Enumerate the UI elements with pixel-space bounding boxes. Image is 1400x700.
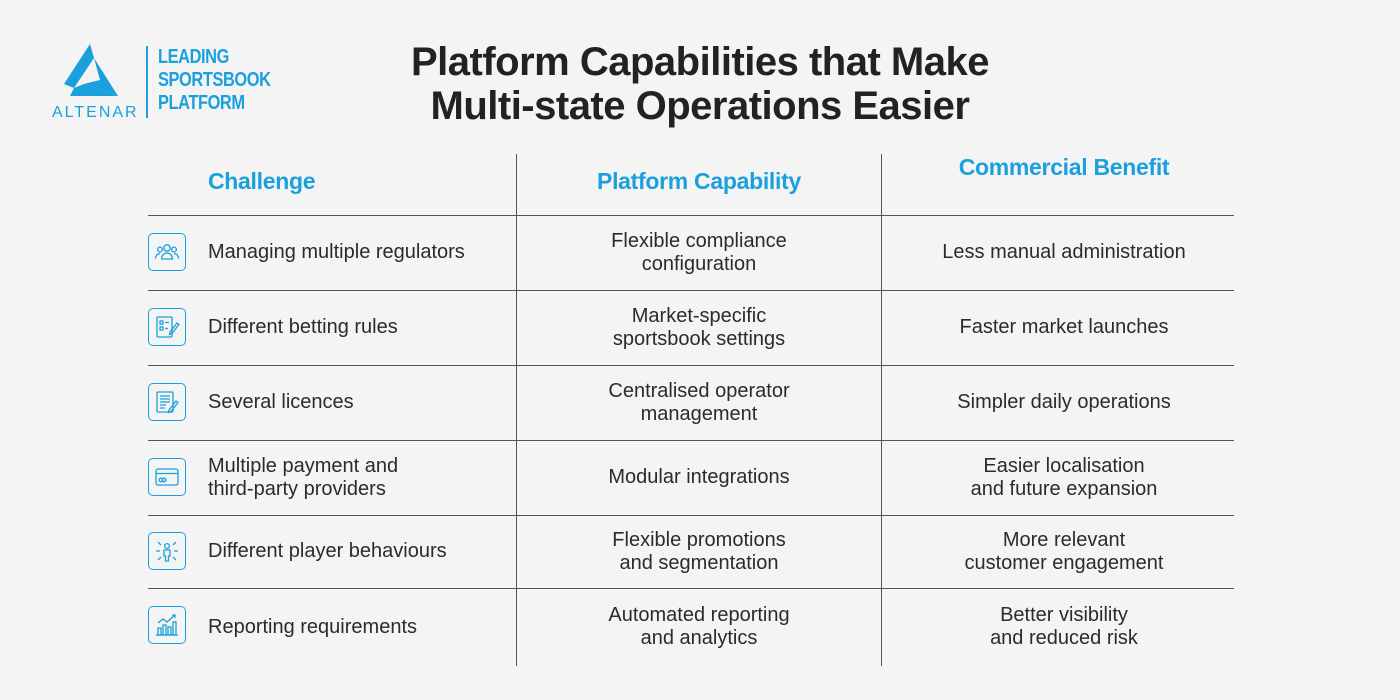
users-group-icon bbox=[148, 233, 186, 271]
capability-text: Market-specific sportsbook settings bbox=[612, 304, 786, 350]
checklist-edit-icon bbox=[148, 308, 186, 346]
title-line-1: Platform Capabilities that Make bbox=[411, 40, 989, 84]
logo-divider bbox=[146, 46, 148, 118]
challenge-text: Managing multiple regulators bbox=[208, 241, 465, 263]
benefit-cell: Less manual administration bbox=[882, 215, 1246, 290]
header-challenge: Challenge bbox=[208, 168, 316, 194]
challenge-text: Multiple payment and third-party provide… bbox=[208, 454, 399, 500]
header-capability: Platform Capability bbox=[597, 168, 801, 194]
challenge-cell: Reporting requirements bbox=[208, 588, 508, 666]
benefit-text: Less manual administration bbox=[942, 241, 1186, 263]
tagline-line-1: LEADING bbox=[158, 46, 229, 68]
capability-cell: Flexible compliance configuration bbox=[517, 215, 881, 290]
benefit-text: More relevant customer engagement bbox=[964, 528, 1164, 574]
capabilities-table: Challenge Platform Capability Commercial… bbox=[148, 154, 1234, 666]
table-row: Multiple payment and third-party provide… bbox=[148, 440, 1234, 515]
row-divider bbox=[148, 440, 1234, 441]
challenge-text: Different betting rules bbox=[208, 316, 398, 338]
challenge-text: Several licences bbox=[208, 391, 354, 413]
challenge-cell: Managing multiple regulators bbox=[208, 215, 508, 290]
benefit-cell: Better visibility and reduced risk bbox=[882, 588, 1246, 666]
altenar-logo: ALTENAR LEADING SPORTSBOOK PLATFORM bbox=[48, 44, 271, 124]
tagline-line-3: PLATFORM bbox=[158, 92, 245, 114]
capability-text: Modular integrations bbox=[608, 466, 790, 488]
benefit-cell: Easier localisation and future expansion bbox=[882, 440, 1246, 515]
growth-chart-icon bbox=[148, 606, 186, 644]
person-network-icon bbox=[148, 532, 186, 570]
capability-text: Automated reporting and analytics bbox=[608, 604, 790, 649]
challenge-cell: Several licences bbox=[208, 365, 508, 440]
column-divider-1 bbox=[516, 154, 517, 666]
challenge-text: Different player behaviours bbox=[208, 540, 447, 562]
tagline-line-2: SPORTSBOOK bbox=[158, 69, 271, 91]
column-divider-2 bbox=[881, 154, 882, 666]
table-row: Different player behaviours Flexible pro… bbox=[148, 515, 1234, 588]
document-pen-icon bbox=[148, 383, 186, 421]
row-divider bbox=[148, 365, 1234, 366]
row-divider bbox=[148, 588, 1234, 589]
capability-cell: Centralised operator management bbox=[517, 365, 881, 440]
row-divider bbox=[148, 515, 1234, 516]
table-row: Reporting requirements Automated reporti… bbox=[148, 588, 1234, 666]
row-divider bbox=[148, 290, 1234, 291]
table-row: Managing multiple regulators Flexible co… bbox=[148, 215, 1234, 290]
title-line-2: Multi-state Operations Easier bbox=[430, 84, 970, 128]
benefit-text: Faster market launches bbox=[959, 316, 1169, 338]
payment-card-icon bbox=[148, 458, 186, 496]
capability-cell: Automated reporting and analytics bbox=[517, 588, 881, 666]
benefit-text: Easier localisation and future expansion bbox=[970, 454, 1158, 500]
capability-text: Flexible compliance configuration bbox=[611, 229, 787, 275]
capability-text: Centralised operator management bbox=[608, 379, 790, 425]
altenar-logo-icon bbox=[64, 44, 118, 96]
benefit-cell: More relevant customer engagement bbox=[882, 515, 1246, 588]
brand-name: ALTENAR bbox=[52, 104, 139, 121]
benefit-text: Better visibility and reduced risk bbox=[990, 604, 1138, 649]
benefit-cell: Faster market launches bbox=[882, 290, 1246, 365]
benefit-cell: Simpler daily operations bbox=[882, 365, 1246, 440]
row-divider bbox=[148, 215, 1234, 216]
benefit-text: Simpler daily operations bbox=[957, 391, 1171, 413]
logo-tagline: LEADING SPORTSBOOK PLATFORM bbox=[158, 46, 271, 115]
capability-cell: Modular integrations bbox=[517, 440, 881, 515]
page-title: Platform Capabilities that Make Multi-st… bbox=[300, 40, 1100, 128]
challenge-cell: Different betting rules bbox=[208, 290, 508, 365]
header-benefit: Commercial Benefit bbox=[958, 154, 1170, 180]
challenge-cell: Multiple payment and third-party provide… bbox=[208, 440, 508, 515]
table-row: Different betting rules Market-specific … bbox=[148, 290, 1234, 365]
table-row: Several licences Centralised operator ma… bbox=[148, 365, 1234, 440]
capability-cell: Market-specific sportsbook settings bbox=[517, 290, 881, 365]
challenge-cell: Different player behaviours bbox=[208, 515, 508, 588]
capability-text: Flexible promotions and segmentation bbox=[612, 528, 786, 574]
capability-cell: Flexible promotions and segmentation bbox=[517, 515, 881, 588]
challenge-text: Reporting requirements bbox=[208, 615, 417, 638]
